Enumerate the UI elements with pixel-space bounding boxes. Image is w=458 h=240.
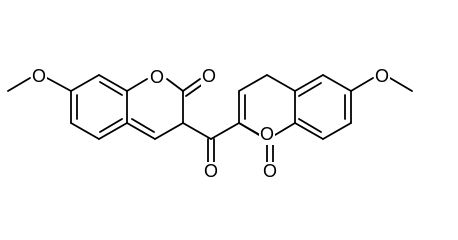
atom-label-bg-o-ring-right (259, 125, 275, 145)
bond-right-benzene-1 (294, 74, 324, 92)
atom-label-o-carbonyl-left: O (202, 66, 216, 86)
atom-label-o-ketone: O (204, 161, 218, 181)
bond-right-methoxy (350, 77, 374, 92)
atom-label-o-ring-right: O (260, 124, 274, 144)
bond-right-ring-o1 (274, 122, 296, 136)
bond-ketone-right (210, 122, 240, 140)
atom-label-bg-o-carbonyl-right (262, 162, 278, 182)
molecule-diagram: O O O O O O O (7, 66, 413, 182)
atom-label-o-methoxy-left: O (32, 66, 46, 86)
bond-right-benzene-1-inner (298, 82, 322, 97)
bond-right-ring-o2 (238, 122, 260, 136)
bond-ketone-left (182, 122, 212, 140)
bond-right-ring-3 (238, 74, 268, 92)
atom-label-bg-o-ketone (203, 162, 219, 182)
atom-label-bg-o-carbonyl-left (201, 67, 217, 87)
bond-left-methoxy (46, 77, 72, 92)
atom-label-o-methoxy-right: O (375, 66, 389, 86)
bond-left-benzene-6 (70, 74, 100, 92)
bond-left-ring-o2 (166, 78, 184, 92)
bond-left-benzene-2 (70, 122, 100, 140)
bond-right-benzene-2 (322, 74, 352, 92)
bond-left-ring-4-inner (131, 118, 155, 133)
bond-left-carbonyl-a (182, 78, 201, 92)
atom-label-bg-o-ring-left (149, 68, 165, 88)
atom-label-bg-o-methoxy-right (374, 67, 390, 87)
bond-right-methyl (389, 77, 413, 92)
bond-left-methyl (7, 77, 31, 92)
atom-label-bg-o-methoxy-left (31, 67, 47, 87)
atom-label-o-ring-left: O (150, 67, 164, 87)
bond-right-benzene-4 (322, 122, 352, 140)
bond-right-benzene-5-inner (298, 118, 322, 133)
bond-left-ring-o1 (126, 78, 148, 92)
bond-left-benzene-5 (98, 74, 128, 92)
structure-canvas: O O O O O O O (7, 65, 413, 182)
bond-left-benzene-3 (98, 122, 128, 140)
bond-left-benzene-5-inner (99, 81, 123, 96)
bond-left-ring-4 (126, 122, 156, 140)
bond-right-ring-4 (266, 74, 296, 92)
bond-left-ring-3 (154, 122, 184, 140)
bond-left-benzene-3-inner (99, 118, 123, 133)
atom-label-o-carbonyl-right: O (263, 161, 277, 181)
bond-left-carbonyl-b (185, 83, 204, 97)
bond-right-benzene-5 (294, 122, 324, 140)
